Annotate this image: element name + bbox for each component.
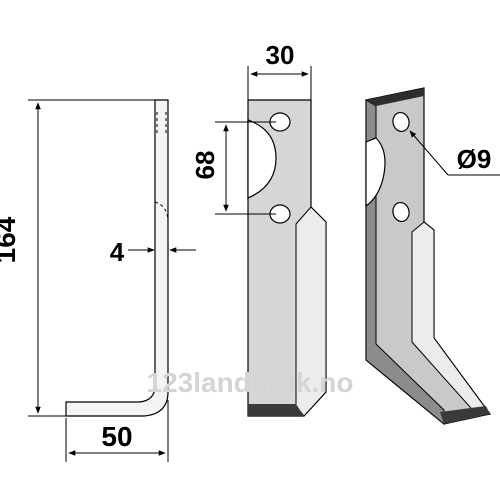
perspective-lower-hole (392, 201, 410, 223)
hole-spacing-dimension-label: 68 (190, 151, 220, 180)
foot-width-dimension: 50 (65, 400, 169, 462)
foot-width-dimension-label: 50 (101, 421, 132, 452)
height-dimension-label: 164 (0, 216, 21, 263)
blade-perspective-view (365, 87, 492, 426)
front-view-cutting-edge (248, 404, 304, 416)
hole-diameter-callout: Ø9 (409, 130, 500, 176)
perspective-notch (365, 137, 386, 208)
blade-front-view (247, 99, 327, 417)
hole-diameter-label: Ø9 (457, 144, 492, 174)
hole-spacing-dimension: 68 (190, 121, 276, 215)
width-dimension: 30 (247, 40, 312, 100)
perspective-top-edge (366, 88, 424, 106)
watermark: 123landbruk.no (147, 367, 354, 398)
thickness-dimension-label: 4 (110, 237, 125, 267)
width-dimension-label: 30 (266, 40, 295, 70)
perspective-upper-hole (392, 111, 410, 133)
perspective-cutting-edge (440, 406, 490, 424)
front-view-notch (247, 119, 277, 199)
thickness-dimension: 4 (110, 237, 196, 267)
height-dimension: 164 (0, 99, 155, 417)
